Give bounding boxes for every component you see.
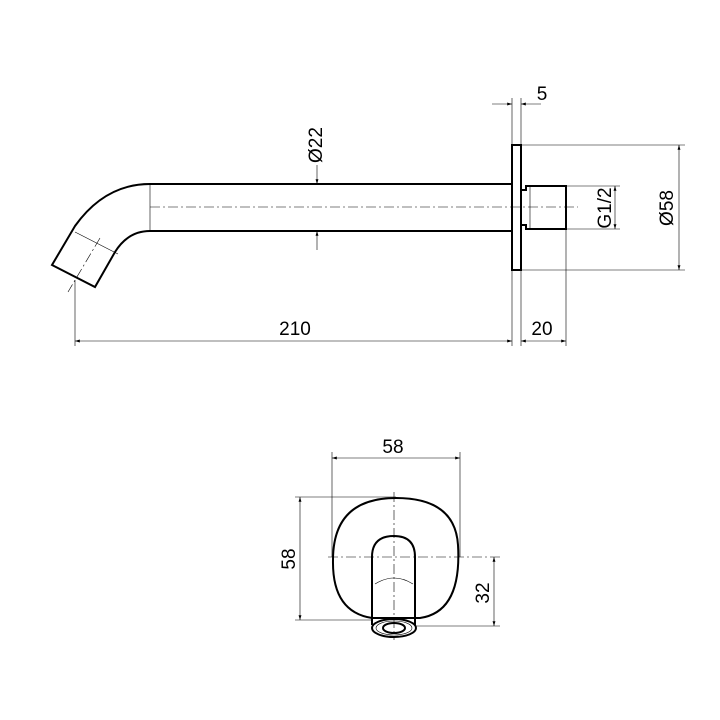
dimension-pipe-diameter: Ø22 bbox=[306, 127, 327, 250]
thread-label: G1/2 bbox=[595, 187, 616, 228]
plate-width-label: 58 bbox=[382, 437, 403, 458]
wall-plate bbox=[331, 496, 460, 619]
dimension-thread-length: 20 bbox=[520, 229, 567, 346]
dimension-plate-width: 58 bbox=[331, 437, 461, 557]
spout-front bbox=[371, 534, 416, 625]
length-label: 210 bbox=[279, 319, 311, 340]
pipe-diameter-label: Ø22 bbox=[306, 127, 327, 163]
front-view: 58 58 32 bbox=[279, 437, 500, 640]
dimension-plate-height: 58 bbox=[279, 496, 396, 621]
threaded-connector bbox=[521, 185, 567, 230]
dimension-spout-offset: 32 bbox=[416, 557, 500, 627]
thread-length-label: 20 bbox=[531, 319, 552, 340]
spout-offset-label: 32 bbox=[473, 582, 494, 603]
spout-pipe bbox=[50, 183, 578, 293]
dimension-thread: G1/2 bbox=[566, 185, 620, 230]
flange-thickness-label: 5 bbox=[537, 84, 548, 105]
flange-diameter-label: Ø58 bbox=[657, 190, 678, 226]
dimension-length: 210 bbox=[74, 270, 513, 346]
wall-flange bbox=[511, 144, 522, 271]
side-view: 210 20 5 Ø22 G1/2 bbox=[50, 84, 685, 346]
dimension-flange-thickness: 5 bbox=[492, 84, 547, 145]
plate-height-label: 58 bbox=[279, 548, 300, 569]
dimension-flange-diameter: Ø58 bbox=[521, 144, 685, 271]
